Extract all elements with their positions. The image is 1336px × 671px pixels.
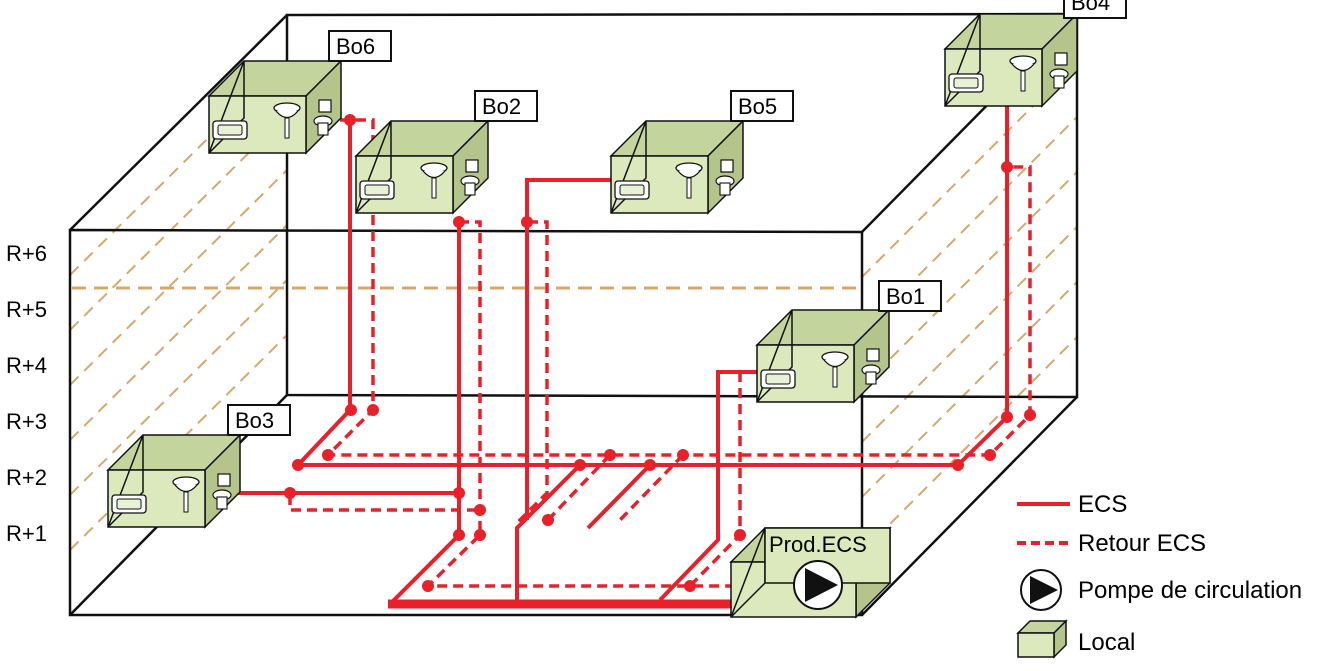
legend-item-retour: Retour ECS (1017, 530, 1206, 557)
room-label-bo5: Bo5 (738, 94, 777, 119)
floor-hatching-left (70, 59, 287, 551)
legend: ECS Retour ECS Pompe de circulation Loca… (1016, 491, 1302, 659)
legend-label-pompe: Pompe de circulation (1078, 577, 1302, 604)
pipe-junctions (284, 114, 1036, 592)
room-bo5: Bo5 (610, 90, 794, 214)
room-label-bo2: Bo2 (482, 94, 521, 119)
room-bo3: Bo3 (107, 404, 291, 528)
legend-local-icon (1016, 619, 1068, 659)
room-bo2: Bo2 (355, 90, 538, 214)
room-label-bo6: Bo6 (336, 34, 375, 59)
room-label-bo3: Bo3 (235, 408, 274, 433)
legend-label-local: Local (1078, 629, 1135, 656)
legend-pump-icon (1020, 569, 1062, 611)
legend-label-retour: Retour ECS (1078, 530, 1206, 557)
ecs-network (236, 95, 1009, 606)
legend-label-ecs: ECS (1078, 491, 1127, 518)
floor-label-r4: R+4 (6, 353, 47, 378)
circulation-pump-icon (793, 560, 843, 610)
room-label-bo1: Bo1 (886, 284, 925, 309)
floor-label-r6: R+6 (6, 241, 47, 266)
room-bo4: Bo4 (944, 0, 1127, 107)
legend-item-pompe: Pompe de circulation (1020, 569, 1302, 611)
room-bo1: Bo1 (756, 280, 942, 403)
legend-item-local: Local (1016, 619, 1135, 659)
floor-label-r5: R+5 (6, 297, 47, 322)
room-label-prod-ecs: Prod.ECS (769, 532, 867, 557)
floor-label-r1: R+1 (6, 521, 47, 546)
floor-labels: R+6 R+5 R+4 R+3 R+2 R+1 (6, 241, 47, 546)
room-bo6: Bo6 (208, 30, 392, 154)
floor-label-r2: R+2 (6, 465, 47, 490)
room-label-bo4: Bo4 (1071, 0, 1110, 15)
legend-item-ecs: ECS (1017, 491, 1127, 518)
floor-label-r3: R+3 (6, 409, 47, 434)
